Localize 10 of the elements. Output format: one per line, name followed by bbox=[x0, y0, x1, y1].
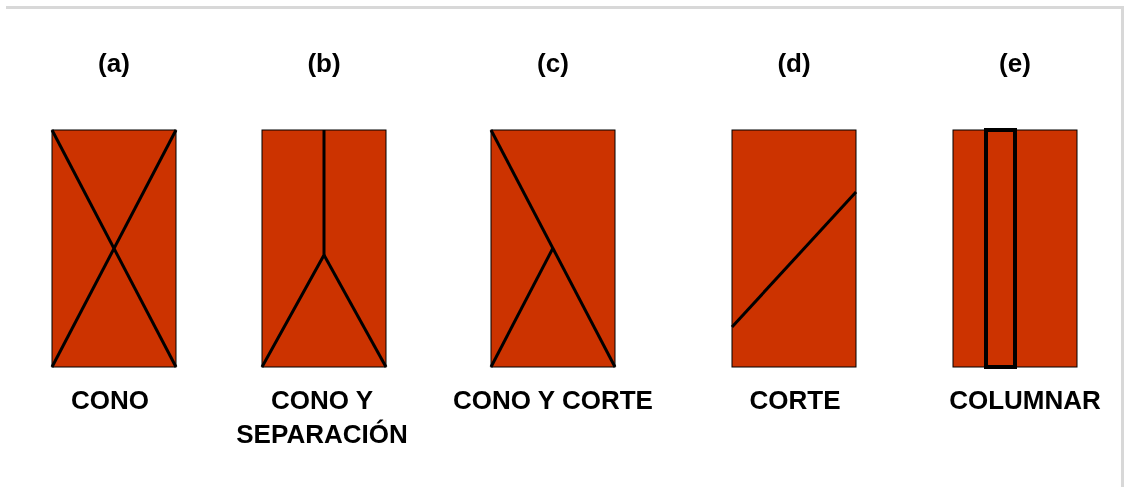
panel-label: (a) bbox=[97, 47, 131, 80]
failure-type-caption: CONO Y SEPARACIÓN bbox=[235, 384, 409, 451]
panel-label: (c) bbox=[536, 47, 570, 80]
panel-label: (d) bbox=[776, 47, 812, 80]
failure-type-caption: CONO bbox=[70, 384, 150, 417]
failure-type-caption: COLUMNAR bbox=[948, 384, 1102, 417]
panel-label: (e) bbox=[998, 47, 1032, 80]
failure-type-caption: CORTE bbox=[748, 384, 842, 417]
panel-label: (b) bbox=[306, 47, 342, 80]
failure-type-caption: CONO Y CORTE bbox=[453, 384, 653, 417]
